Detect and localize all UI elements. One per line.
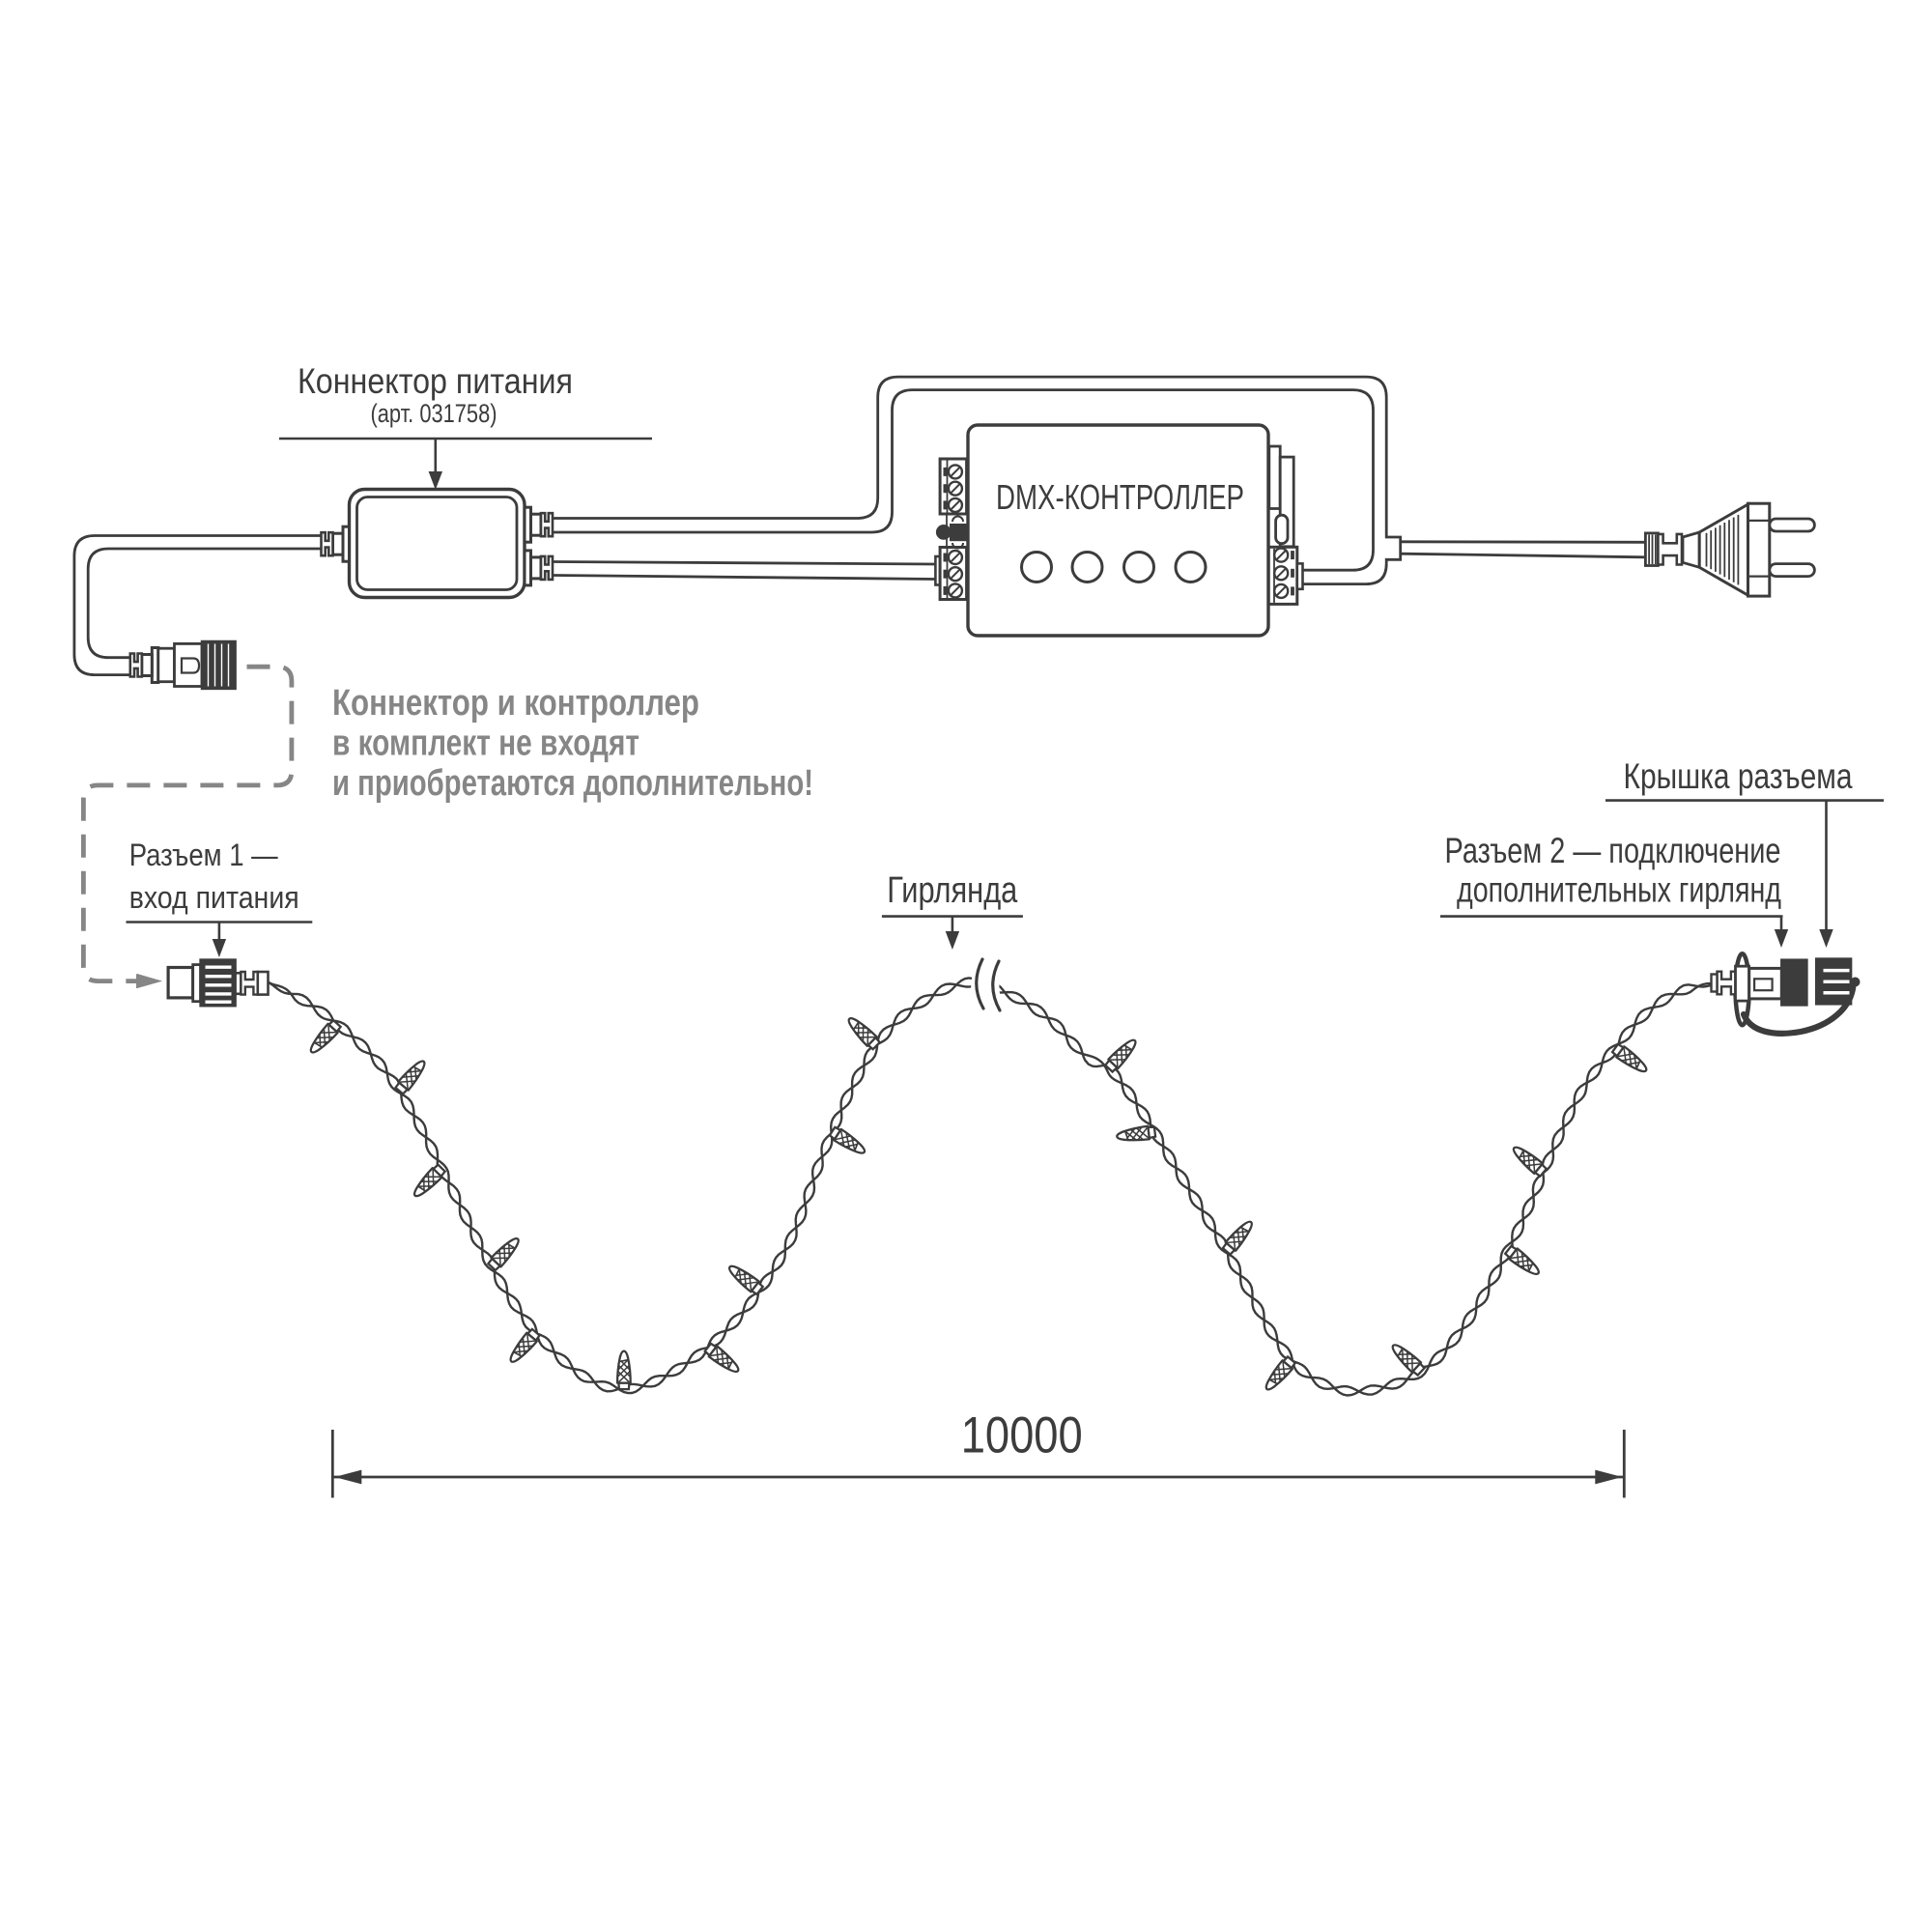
svg-text:Разъем 2 — подключение: Разъем 2 — подключение <box>1445 831 1781 870</box>
svg-text:вход питания: вход питания <box>129 880 299 915</box>
svg-text:и приобретаются дополнительно!: и приобретаются дополнительно! <box>332 763 813 804</box>
svg-text:Гирлянда: Гирлянда <box>887 870 1018 911</box>
svg-text:дополнительных гирлянд: дополнительных гирлянд <box>1457 870 1781 910</box>
svg-text:Крышка разъема: Крышка разъема <box>1624 756 1853 796</box>
svg-text:DMX-КОНТРОЛЛЕР: DMX-КОНТРОЛЛЕР <box>996 477 1244 517</box>
svg-text:Разъем 1 —: Разъем 1 — <box>129 838 278 872</box>
svg-text:Коннектор питания: Коннектор питания <box>298 361 573 401</box>
svg-text:10000: 10000 <box>961 1407 1083 1464</box>
svg-text:в комплект не входят: в комплект не входят <box>332 724 639 764</box>
svg-text:(арт. 031758): (арт. 031758) <box>371 399 497 428</box>
svg-text:Коннектор и контроллер: Коннектор и контроллер <box>332 683 699 724</box>
